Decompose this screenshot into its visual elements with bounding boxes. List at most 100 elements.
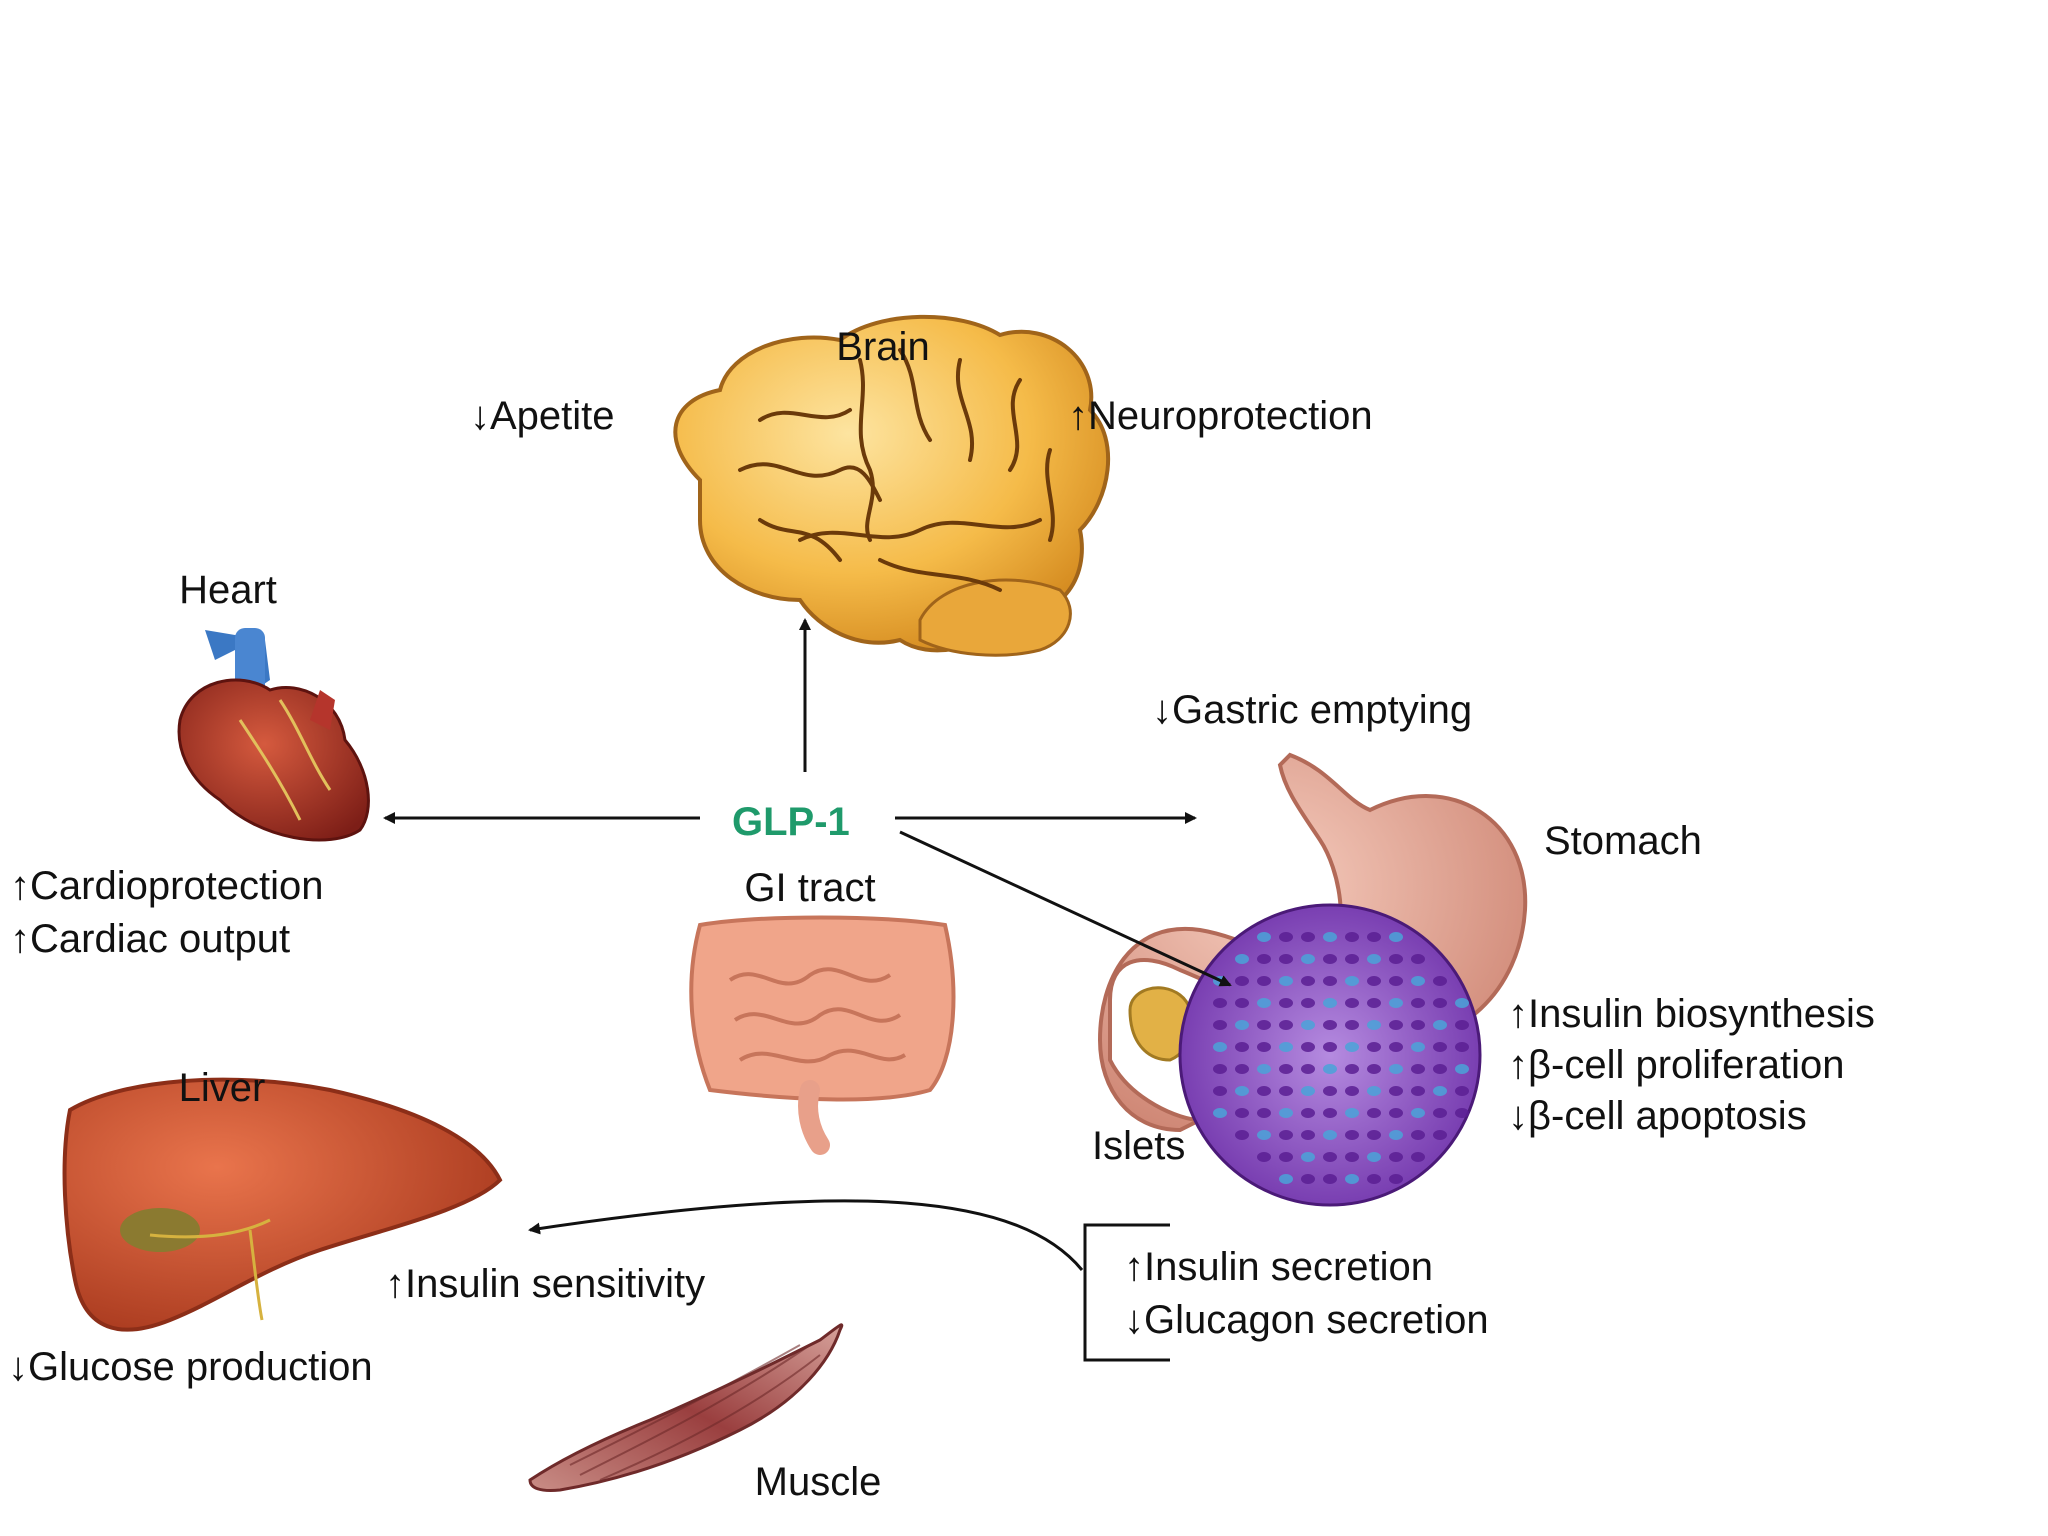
islet-cell: [1389, 1130, 1403, 1140]
islet-cell: [1455, 1064, 1469, 1074]
islet-cell: [1235, 976, 1249, 986]
islet-cell: [1235, 998, 1249, 1008]
islet-cell: [1301, 1042, 1315, 1052]
islet-cell: [1213, 1064, 1227, 1074]
islet-cell: [1367, 976, 1381, 986]
islet-cell: [1323, 998, 1337, 1008]
islet-cell: [1213, 1108, 1227, 1118]
liver-label: Liver: [178, 1066, 266, 1110]
islet-cell: [1257, 1130, 1271, 1140]
islet-cell: [1257, 998, 1271, 1008]
islet-cell: [1433, 1064, 1447, 1074]
islet-cell: [1301, 1086, 1315, 1096]
islets-illustration: [1178, 903, 1482, 1207]
islet-cell: [1411, 1086, 1425, 1096]
islet-cell: [1301, 998, 1315, 1008]
islet-cell: [1411, 1152, 1425, 1162]
islet-cell: [1235, 1130, 1249, 1140]
islet-cell: [1345, 1020, 1359, 1030]
islet-cell: [1367, 1174, 1381, 1184]
islet-cell: [1279, 1108, 1293, 1118]
islet-cell: [1411, 1020, 1425, 1030]
islet-cell: [1455, 1108, 1469, 1118]
islet-cell: [1345, 976, 1359, 986]
islet-cell: [1213, 1086, 1227, 1096]
islet-cell: [1389, 1020, 1403, 1030]
islet-cell: [1279, 954, 1293, 964]
islet-cell: [1433, 1020, 1447, 1030]
islet-cell: [1301, 932, 1315, 942]
islet-cell: [1367, 998, 1381, 1008]
islet-cell: [1323, 932, 1337, 942]
islet-cell: [1257, 1108, 1271, 1118]
muscle-illustration: [528, 1323, 844, 1492]
islet-cell: [1279, 1064, 1293, 1074]
islet-cell: [1345, 954, 1359, 964]
islet-cell: [1279, 1130, 1293, 1140]
islet-cell: [1389, 1086, 1403, 1096]
islet-cell: [1279, 998, 1293, 1008]
islet-cell: [1323, 976, 1337, 986]
islet-cell: [1345, 1108, 1359, 1118]
islet-cell: [1433, 976, 1447, 986]
islet-cell: [1433, 1042, 1447, 1052]
islet-cell: [1367, 932, 1381, 942]
islet-cell: [1257, 954, 1271, 964]
islet-cell: [1279, 1086, 1293, 1096]
islet-cell: [1279, 1174, 1293, 1184]
heart-effect-cardioprotection: ↑Cardioprotection: [10, 864, 324, 908]
islet-cell: [1279, 932, 1293, 942]
islet-cell: [1323, 1174, 1337, 1184]
insulin-sensitivity-label: ↑Insulin sensitivity: [385, 1262, 706, 1306]
islet-cell: [1279, 1020, 1293, 1030]
islet-cell: [1257, 976, 1271, 986]
islet-cell: [1323, 1064, 1337, 1074]
islet-cell: [1367, 1064, 1381, 1074]
brain-illustration: [673, 314, 1111, 657]
islet-cell: [1323, 1108, 1337, 1118]
islet-cell: [1411, 1108, 1425, 1118]
heart-label: Heart: [179, 568, 277, 612]
brain-effect-neuroprotection: ↑Neuroprotection: [1068, 394, 1373, 438]
islet-cell: [1213, 1020, 1227, 1030]
islet-cell: [1411, 1042, 1425, 1052]
islet-cell: [1367, 1086, 1381, 1096]
islet-cell: [1235, 1042, 1249, 1052]
islet-cell: [1235, 1020, 1249, 1030]
islet-cell: [1411, 1130, 1425, 1140]
islet-cell: [1433, 1130, 1447, 1140]
islet-cell: [1455, 998, 1469, 1008]
glucagon-secretion-label: ↓Glucagon secretion: [1124, 1298, 1489, 1342]
islet-cell: [1235, 1086, 1249, 1096]
islet-cell: [1323, 1130, 1337, 1140]
islet-cell: [1257, 932, 1271, 942]
gi-tract-label: GI tract: [744, 866, 876, 910]
islets-effect-beta-cell-apoptosis: ↓β-cell apoptosis: [1508, 1094, 1807, 1138]
islet-cell: [1389, 976, 1403, 986]
islet-cell: [1301, 976, 1315, 986]
islet-cell: [1389, 1152, 1403, 1162]
islet-cell: [1301, 1130, 1315, 1140]
islet-cell: [1279, 1152, 1293, 1162]
islet-cell: [1389, 954, 1403, 964]
islet-cell: [1345, 998, 1359, 1008]
islet-cell: [1257, 1086, 1271, 1096]
heart-illustration: [177, 628, 370, 842]
islet-cell: [1345, 1174, 1359, 1184]
arrows: [383, 618, 1232, 1362]
islet-cell: [1455, 1086, 1469, 1096]
stomach-effect-gastric-emptying: ↓Gastric emptying: [1152, 688, 1473, 732]
islet-cell: [1411, 1064, 1425, 1074]
insulin-secretion-label: ↑Insulin secretion: [1124, 1245, 1434, 1289]
islet-cell: [1345, 1152, 1359, 1162]
islet-cell: [1345, 1086, 1359, 1096]
islet-cell: [1433, 998, 1447, 1008]
arrow-to-liver: [528, 1199, 1084, 1271]
islet-cell: [1411, 998, 1425, 1008]
islet-cell: [1345, 1064, 1359, 1074]
arrow-to-islets: [899, 830, 1232, 987]
islet-cell: [1235, 954, 1249, 964]
islet-cell: [1411, 954, 1425, 964]
islet-cell: [1433, 1108, 1447, 1118]
